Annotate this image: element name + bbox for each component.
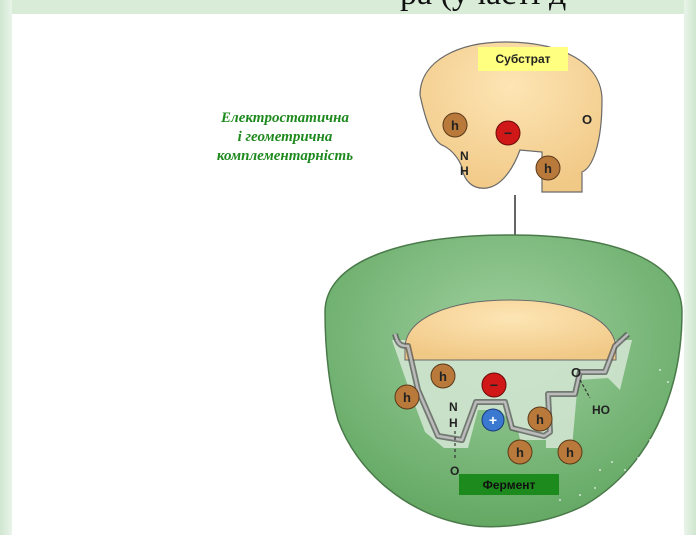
substrate-molecule: Субстрат h − h O N H <box>420 42 602 192</box>
hydrophobic-label: h <box>566 445 574 460</box>
oxygen-label: O <box>582 112 592 127</box>
ho-label: HO <box>592 403 610 417</box>
bottom-oxygen-label: O <box>450 464 459 478</box>
amine-h-label: H <box>449 416 458 430</box>
hydrophobic-label: h <box>516 445 524 460</box>
negative-charge-label: − <box>504 125 512 141</box>
hydrophobic-label: h <box>544 161 552 176</box>
hydrophobic-label: h <box>536 412 544 427</box>
amine-n-label: N <box>460 149 469 163</box>
oxygen-label: O <box>571 365 581 380</box>
hydrophobic-label: h <box>439 369 447 384</box>
amine-n-label: N <box>449 400 458 414</box>
enzyme-molecule: h h h h h − + O HO N H O <box>325 235 682 527</box>
positive-charge-label: + <box>489 412 497 428</box>
substrate-label: Субстрат <box>495 52 550 66</box>
hydrophobic-label: h <box>403 390 411 405</box>
amine-h-label: H <box>460 164 469 178</box>
negative-charge-label: − <box>490 377 498 393</box>
enzyme-label: Фермент <box>483 478 536 492</box>
hydrophobic-label: h <box>451 118 459 133</box>
